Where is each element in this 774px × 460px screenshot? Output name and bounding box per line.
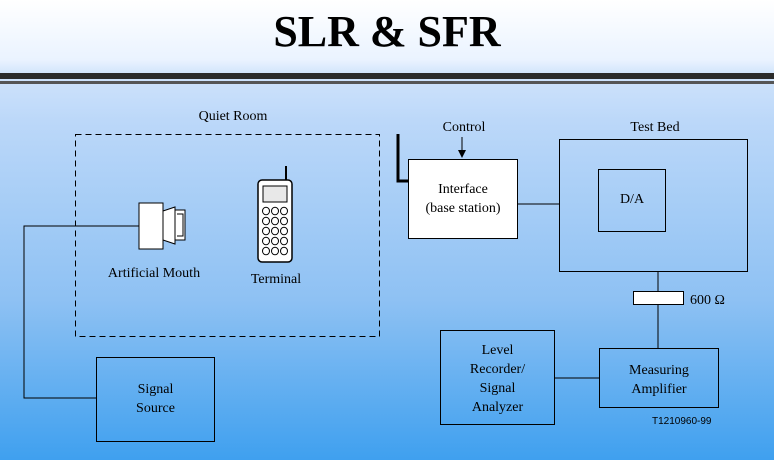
phone-key bbox=[280, 246, 288, 256]
test-bed-label: Test Bed bbox=[630, 120, 680, 135]
figure-id-label: T1210960-99 bbox=[652, 416, 712, 427]
impedance-resistor bbox=[633, 291, 684, 305]
phone-key bbox=[280, 236, 288, 246]
level-recorder-label-line1: Level bbox=[481, 343, 514, 358]
title-divider bbox=[0, 73, 774, 79]
da-converter-box: D/A bbox=[598, 169, 666, 232]
level-recorder-label-line2: Recorder/ bbox=[469, 362, 526, 377]
title-divider-shadow bbox=[0, 81, 774, 84]
phone-key bbox=[271, 216, 279, 226]
interface-sublabel: (base station) bbox=[425, 201, 501, 216]
test-bed-box bbox=[559, 139, 748, 272]
measuring-amplifier-label-line2: Amplifier bbox=[631, 382, 687, 397]
phone-key bbox=[262, 246, 270, 256]
phone-key bbox=[280, 216, 288, 226]
phone-key bbox=[271, 206, 279, 216]
signal-source-box: Signal Source bbox=[96, 357, 215, 442]
phone-key bbox=[271, 236, 279, 246]
level-recorder-label-line4: Analyzer bbox=[471, 400, 524, 415]
signal-source-label-line1: Signal bbox=[137, 382, 174, 397]
phone-key bbox=[271, 246, 279, 256]
phone-key bbox=[280, 226, 288, 236]
signal-source-to-mouth-line bbox=[23, 225, 139, 399]
interface-antenna-line bbox=[396, 134, 408, 183]
level-recorder-box: Level Recorder/ Signal Analyzer bbox=[440, 330, 555, 425]
control-label: Control bbox=[442, 120, 486, 135]
da-label: D/A bbox=[619, 192, 645, 207]
phone-key bbox=[262, 226, 270, 236]
phone-key bbox=[280, 206, 288, 216]
phone-key bbox=[262, 206, 270, 216]
page-title: SLR & SFR bbox=[273, 7, 501, 56]
control-arrowhead bbox=[458, 150, 466, 158]
measuring-amplifier-label-line1: Measuring bbox=[629, 363, 689, 378]
artificial-mouth-label: Artificial Mouth bbox=[107, 266, 201, 281]
phone-key bbox=[262, 236, 270, 246]
quiet-room-boundary bbox=[75, 134, 380, 337]
quiet-room-label: Quiet Room bbox=[198, 109, 268, 124]
interface-label: Interface bbox=[438, 182, 488, 197]
phone-key bbox=[262, 216, 270, 226]
interface-box: Interface (base station) bbox=[408, 159, 518, 239]
terminal-phone-icon bbox=[257, 166, 293, 263]
level-recorder-label-line3: Signal bbox=[479, 381, 516, 396]
signal-source-label-line2: Source bbox=[136, 401, 175, 416]
measuring-amplifier-box: Measuring Amplifier bbox=[599, 348, 719, 408]
artificial-mouth-icon bbox=[138, 202, 186, 250]
phone-key bbox=[271, 226, 279, 236]
terminal-label: Terminal bbox=[250, 272, 302, 287]
impedance-label: 600 Ω bbox=[690, 293, 725, 308]
